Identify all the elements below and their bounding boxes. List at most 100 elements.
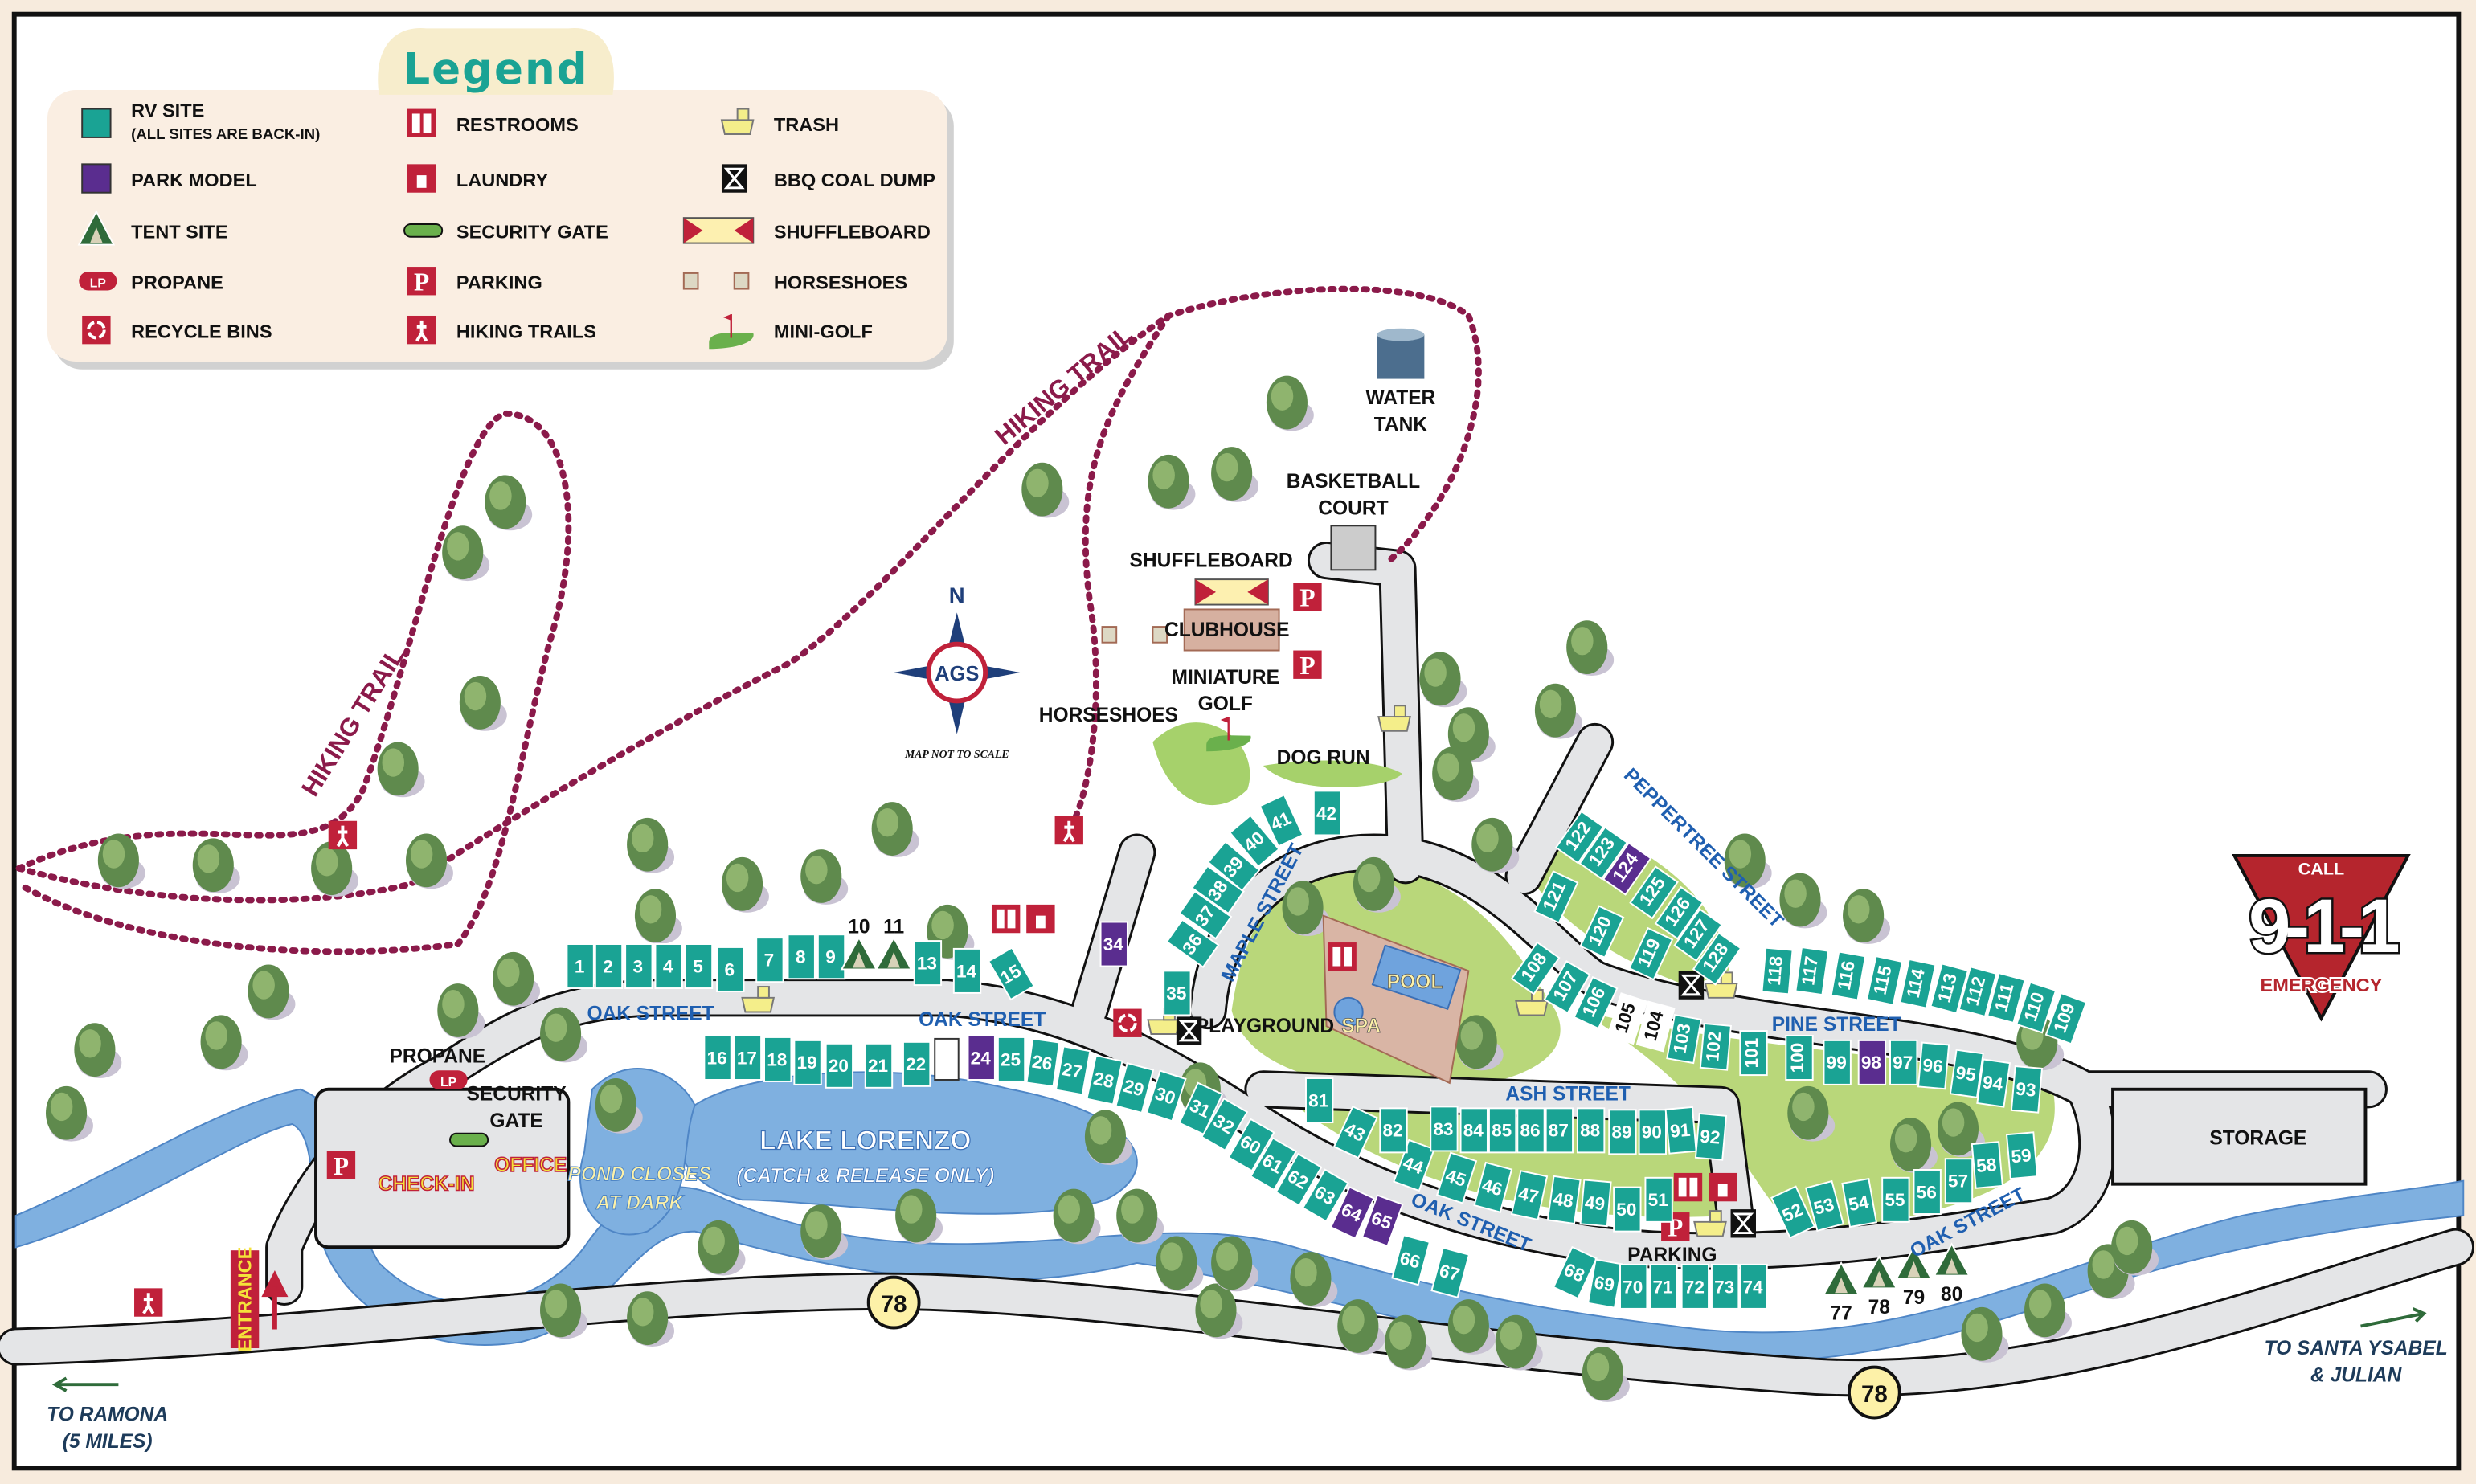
rv-site[interactable]: 1 bbox=[566, 943, 595, 990]
rv-site[interactable]: 6 bbox=[716, 946, 745, 992]
rv-site[interactable]: 20 bbox=[825, 1042, 854, 1089]
rv-site[interactable]: 111 bbox=[1986, 971, 2026, 1024]
rv-site[interactable]: 96 bbox=[1917, 1041, 1950, 1090]
rv-site[interactable]: 31 bbox=[1178, 1081, 1224, 1136]
rv-site[interactable]: 100 bbox=[1785, 1034, 1814, 1081]
rv-site[interactable]: 74 bbox=[1739, 1263, 1768, 1310]
rv-site[interactable]: 82 bbox=[1379, 1107, 1408, 1154]
park-model-site[interactable]: 34 bbox=[1099, 921, 1128, 967]
rv-site[interactable]: 4 bbox=[654, 943, 683, 990]
rv-site[interactable]: 94 bbox=[1976, 1058, 2011, 1108]
tent-site[interactable]: 78 bbox=[1860, 1255, 1898, 1318]
tent-site[interactable]: 11 bbox=[874, 916, 913, 971]
rv-site[interactable]: 126 bbox=[1654, 885, 1705, 940]
rv-site[interactable]: 102 bbox=[1699, 1022, 1732, 1071]
site[interactable]: 104 bbox=[1635, 1000, 1676, 1053]
rv-site[interactable]: 56 bbox=[1913, 1169, 1942, 1215]
rv-site[interactable]: 106 bbox=[1573, 975, 1619, 1030]
park-model-site[interactable]: 24 bbox=[967, 1034, 996, 1081]
park-model-site[interactable]: 65 bbox=[1361, 1194, 1404, 1248]
rv-site[interactable]: 37 bbox=[1178, 890, 1233, 940]
rv-site[interactable]: 18 bbox=[763, 1036, 792, 1082]
rv-site[interactable]: 57 bbox=[1944, 1158, 1974, 1204]
rv-site[interactable]: 25 bbox=[997, 1036, 1026, 1082]
rv-site[interactable]: 51 bbox=[1644, 1176, 1673, 1223]
rv-site[interactable]: 72 bbox=[1680, 1263, 1710, 1310]
rv-site[interactable]: 7 bbox=[755, 937, 784, 983]
rv-site[interactable]: 116 bbox=[1830, 950, 1867, 1001]
rv-site[interactable]: 71 bbox=[1649, 1263, 1678, 1310]
rv-site[interactable]: 99 bbox=[1823, 1039, 1852, 1085]
rv-site[interactable]: 14 bbox=[952, 947, 982, 994]
site[interactable]: 105 bbox=[1606, 992, 1648, 1045]
rv-site[interactable]: 27 bbox=[1054, 1045, 1091, 1096]
rv-site[interactable]: 21 bbox=[864, 1042, 894, 1089]
rv-site[interactable]: 58 bbox=[1971, 1141, 2003, 1189]
rv-site[interactable]: 85 bbox=[1488, 1107, 1517, 1154]
rv-site[interactable]: 127 bbox=[1673, 908, 1723, 963]
rv-site[interactable]: 125 bbox=[1629, 865, 1679, 920]
rv-site[interactable]: 61 bbox=[1250, 1137, 1298, 1192]
rv-site[interactable]: 39 bbox=[1207, 840, 1261, 892]
rv-site[interactable]: 117 bbox=[1795, 946, 1830, 996]
rv-site[interactable]: 69 bbox=[1586, 1258, 1623, 1309]
rv-site[interactable]: 59 bbox=[2005, 1131, 2039, 1180]
rv-site[interactable]: 43 bbox=[1332, 1105, 1378, 1159]
rv-site[interactable]: 113 bbox=[1930, 963, 1970, 1015]
rv-site[interactable]: 118 bbox=[1761, 946, 1794, 995]
rv-site[interactable]: 46 bbox=[1473, 1161, 1513, 1213]
rv-site[interactable]: 114 bbox=[1899, 958, 1937, 1009]
rv-site[interactable]: 115 bbox=[1865, 955, 1904, 1006]
rv-site[interactable]: 41 bbox=[1258, 794, 1304, 848]
rv-site[interactable]: 66 bbox=[1391, 1234, 1431, 1286]
rv-site[interactable]: 53 bbox=[1804, 1179, 1844, 1233]
rv-site[interactable]: 28 bbox=[1086, 1054, 1123, 1106]
rv-site[interactable]: 44 bbox=[1393, 1139, 1435, 1192]
rv-site[interactable]: 13 bbox=[913, 940, 943, 987]
park-model-site[interactable]: 64 bbox=[1329, 1186, 1375, 1240]
rv-site[interactable]: 88 bbox=[1576, 1107, 1606, 1154]
rv-site[interactable]: 89 bbox=[1608, 1109, 1637, 1155]
rv-site[interactable]: 93 bbox=[2010, 1065, 2044, 1114]
rv-site[interactable]: 15 bbox=[987, 946, 1035, 1001]
rv-site[interactable]: 103 bbox=[1666, 1013, 1702, 1065]
rv-site[interactable]: 92 bbox=[1694, 1112, 1728, 1161]
rv-site[interactable]: 3 bbox=[624, 943, 653, 990]
rv-site[interactable]: 86 bbox=[1516, 1107, 1545, 1154]
rv-site[interactable]: 8 bbox=[787, 934, 816, 980]
rv-site[interactable]: 83 bbox=[1430, 1106, 1459, 1152]
tent-site[interactable]: 10 bbox=[840, 916, 878, 971]
rv-site[interactable]: 52 bbox=[1770, 1185, 1816, 1239]
rv-site[interactable]: 26 bbox=[1025, 1037, 1061, 1088]
rv-site[interactable]: 70 bbox=[1619, 1263, 1648, 1310]
rv-site[interactable]: 55 bbox=[1881, 1176, 1910, 1223]
rv-site[interactable]: 90 bbox=[1638, 1109, 1667, 1155]
tent-site[interactable]: 77 bbox=[1822, 1261, 1860, 1325]
rv-site[interactable]: 36 bbox=[1165, 918, 1220, 969]
rv-site[interactable]: 101 bbox=[1739, 1030, 1768, 1077]
rv-site[interactable]: 50 bbox=[1613, 1186, 1642, 1233]
rv-site[interactable]: 54 bbox=[1841, 1177, 1878, 1228]
tent-site[interactable]: 80 bbox=[1933, 1242, 1971, 1306]
rv-site[interactable]: 38 bbox=[1191, 865, 1246, 915]
rv-site[interactable]: 91 bbox=[1664, 1106, 1697, 1155]
rv-site[interactable]: 81 bbox=[1305, 1077, 1334, 1124]
rv-site[interactable]: 9 bbox=[816, 934, 846, 980]
rv-site[interactable]: 19 bbox=[793, 1039, 822, 1085]
rv-site[interactable]: 40 bbox=[1229, 814, 1280, 868]
rv-site[interactable]: 42 bbox=[1312, 790, 1342, 836]
rv-site[interactable]: 112 bbox=[1958, 966, 1998, 1018]
park-model-site[interactable]: 98 bbox=[1857, 1039, 1887, 1085]
rv-site[interactable]: 62 bbox=[1275, 1152, 1323, 1207]
tent-site[interactable]: 79 bbox=[1895, 1245, 1933, 1309]
rv-site[interactable]: 63 bbox=[1301, 1168, 1349, 1223]
rv-site[interactable]: 22 bbox=[902, 1040, 931, 1087]
rv-site[interactable]: 73 bbox=[1710, 1263, 1740, 1310]
rv-site[interactable]: 84 bbox=[1459, 1107, 1488, 1154]
rv-site[interactable]: 35 bbox=[1163, 970, 1192, 1016]
rv-site[interactable]: 2 bbox=[594, 943, 624, 990]
rv-site[interactable]: 108 bbox=[1510, 941, 1561, 995]
rv-site[interactable]: 87 bbox=[1545, 1107, 1574, 1154]
rv-site[interactable]: 30 bbox=[1145, 1069, 1187, 1122]
rv-site[interactable]: 16 bbox=[703, 1034, 732, 1081]
